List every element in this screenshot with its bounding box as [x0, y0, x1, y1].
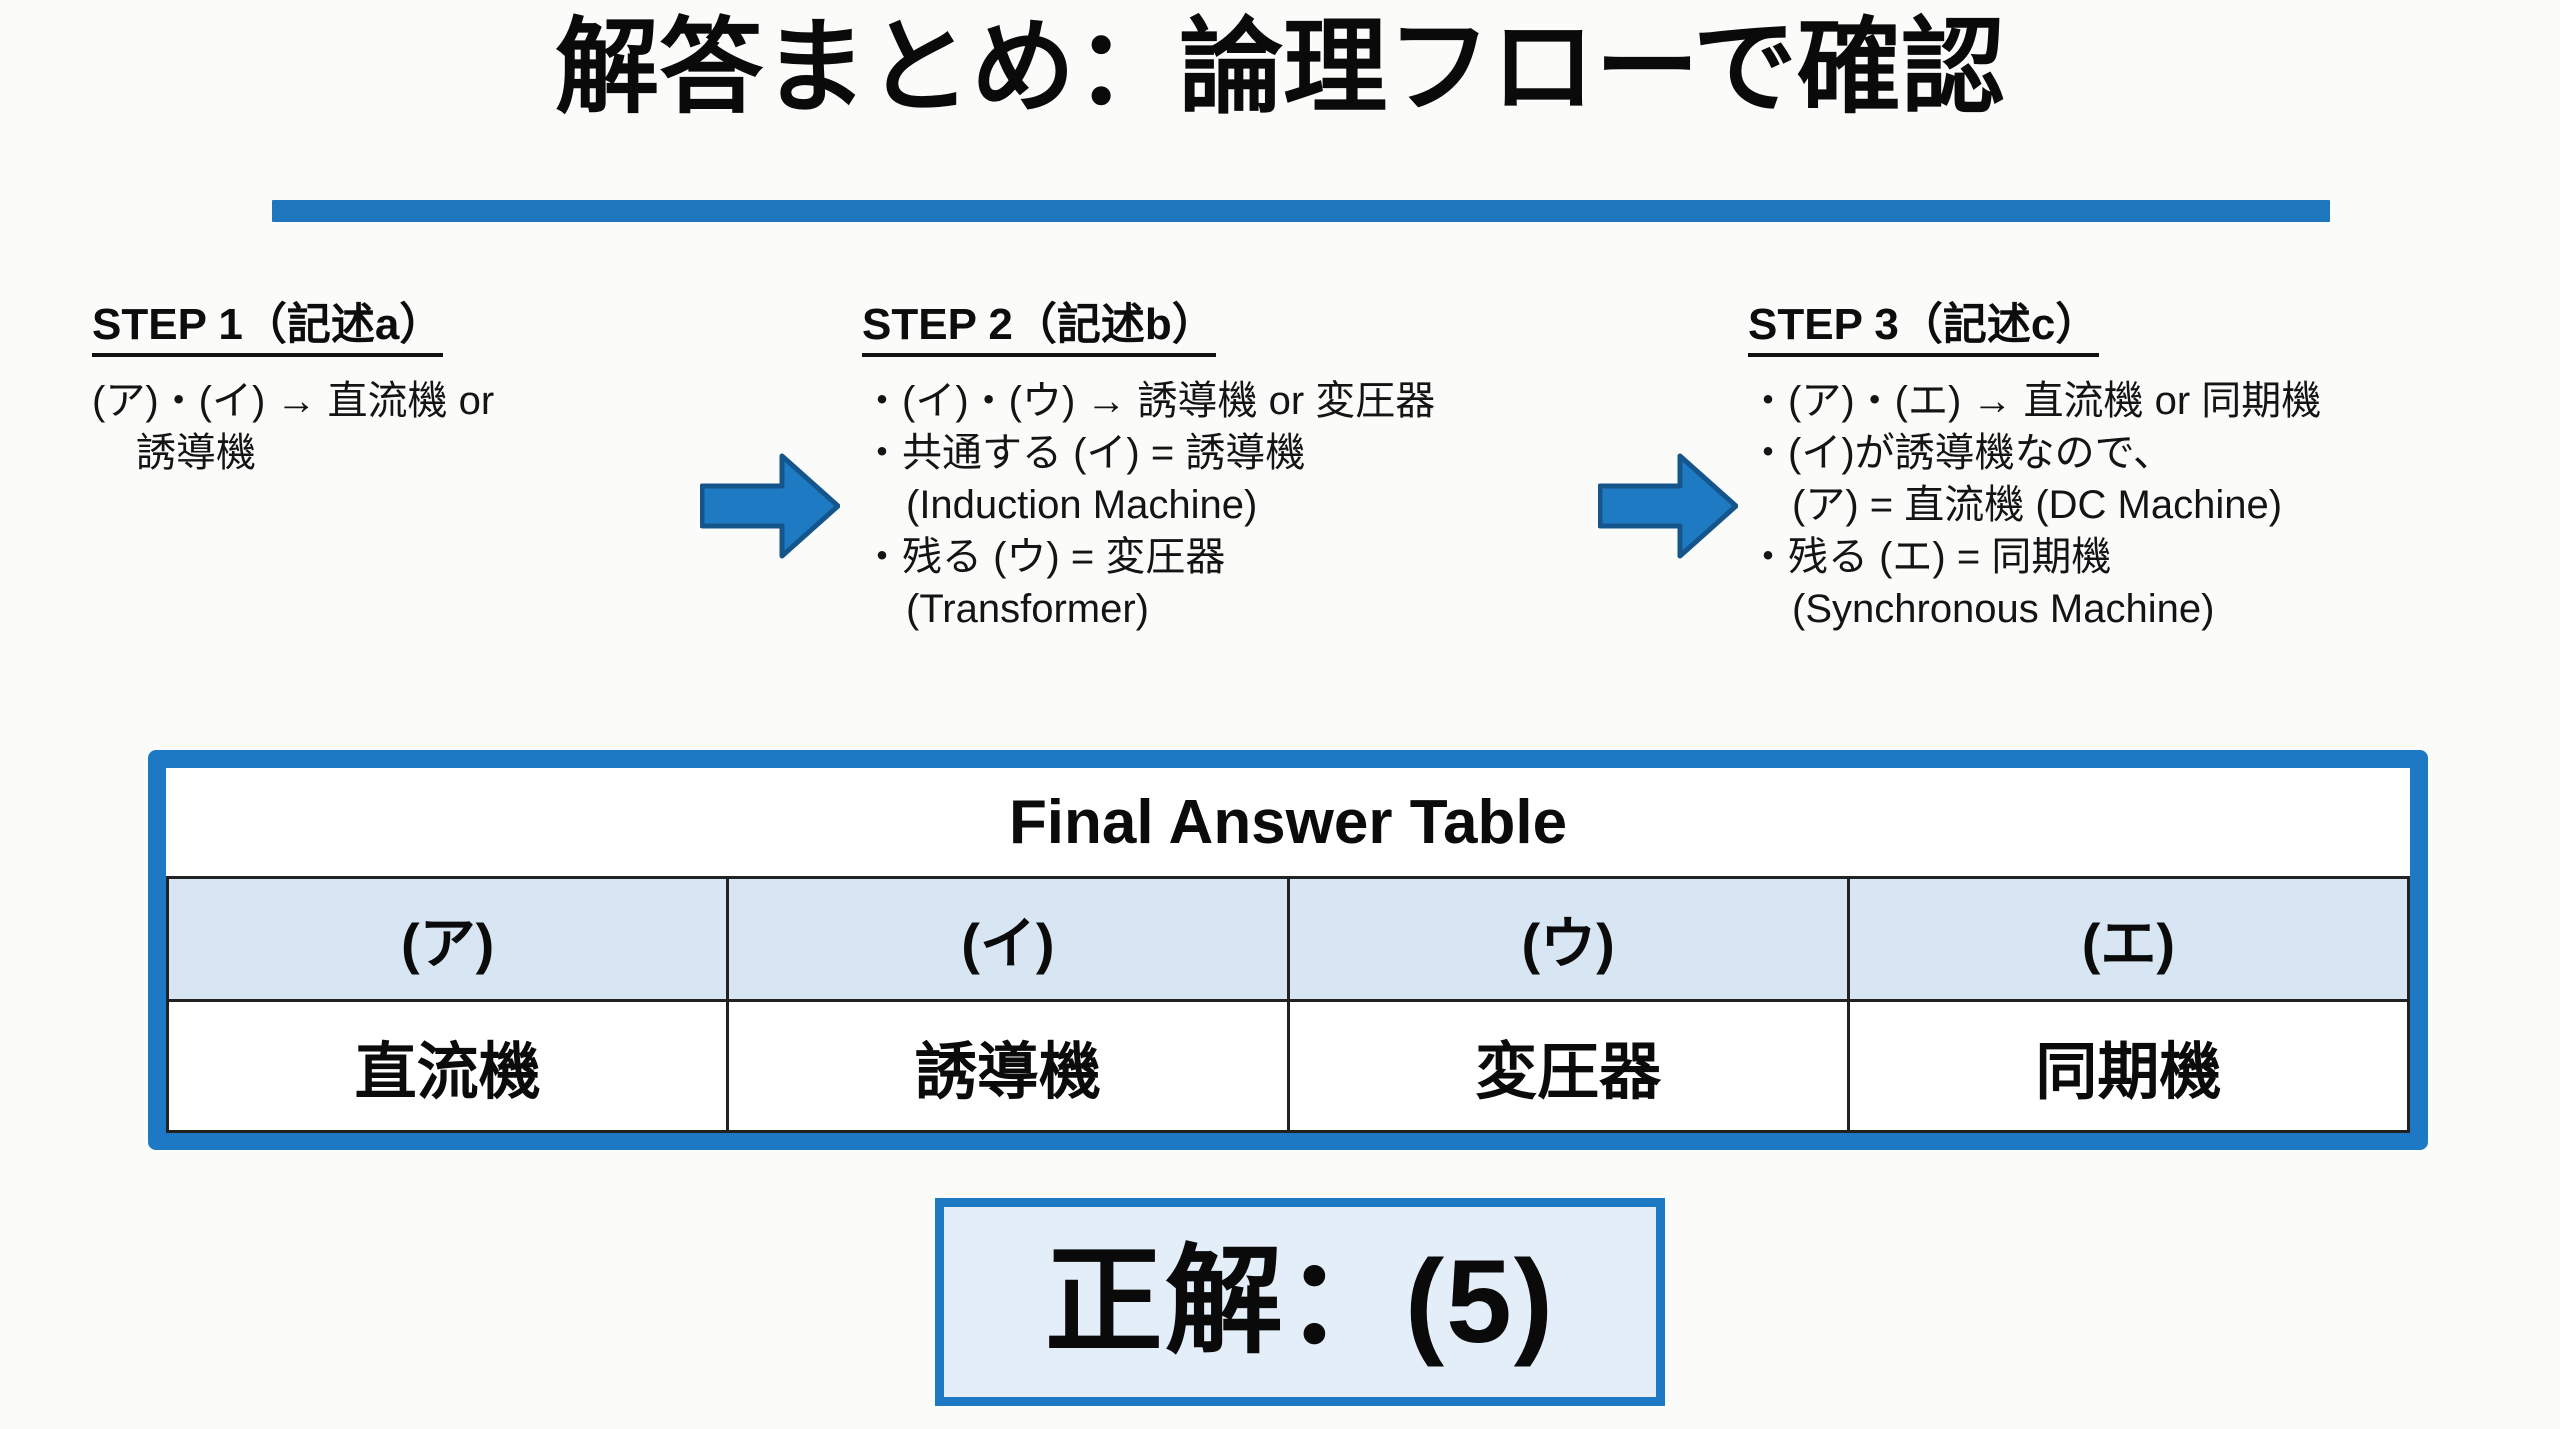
step-column-2: STEP 2（記述b） ・(イ)・(ウ) → 誘導機 or 変圧器 ・共通する …	[862, 300, 1602, 635]
page-title: 解答まとめ：論理フローで確認	[555, 10, 2005, 126]
final-answer-table-frame: Final Answer Table (ア) (イ) (ウ) (エ) 直流機 誘…	[148, 750, 2428, 1150]
step-3-line-5: (Synchronous Machine)	[1792, 587, 2215, 632]
title-underline-bar	[272, 200, 2330, 222]
answer-header-e: (エ)	[1846, 876, 2411, 1002]
answer-header-a: (ア)	[165, 876, 730, 1002]
step-2-line-3: (Induction Machine)	[906, 483, 1258, 528]
table-row-title: Final Answer Table	[167, 768, 2409, 878]
answer-value-u: 変圧器	[1286, 999, 1850, 1133]
step-3-heading: STEP 3（記述c）	[1748, 300, 2100, 358]
step-3-line-4: ・残る (エ) = 同期機	[1748, 535, 2112, 580]
step-2-line-1: ・(イ)・(ウ) → 誘導機 or 変圧器	[862, 379, 1436, 424]
final-answer-table: Final Answer Table (ア) (イ) (ウ) (エ) 直流機 誘…	[165, 768, 2411, 1133]
step-1-body: (ア)・(イ) → 直流機 or 誘導機	[92, 375, 652, 479]
step-2-line-4: ・残る (ウ) = 変圧器	[862, 535, 1226, 580]
title-block: 解答まとめ：論理フローで確認	[0, 10, 2560, 126]
step-column-3: STEP 3（記述c） ・(ア)・(エ) → 直流機 or 同期機 ・(イ)が誘…	[1748, 300, 2548, 635]
answer-value-a: 直流機	[165, 999, 730, 1133]
final-result-box: 正解：(5)	[935, 1198, 1665, 1406]
step-1-heading: STEP 1（記述a）	[92, 300, 444, 358]
final-result-text: 正解：(5)	[1044, 1236, 1556, 1368]
answer-header-i: (イ)	[726, 876, 1290, 1002]
step-3-line-2: ・(イ)が誘導機なので、	[1748, 431, 2174, 476]
step-2-line-5: (Transformer)	[906, 587, 1149, 632]
right-arrow-icon	[699, 450, 841, 562]
answer-header-u: (ウ)	[1286, 876, 1850, 1002]
step-1-line-1: (ア)・(イ) → 直流機 or	[92, 379, 495, 424]
answer-value-e: 同期機	[1846, 999, 2411, 1133]
step-3-line-3: (ア) = 直流機 (DC Machine)	[1792, 483, 2283, 528]
step-2-body: ・(イ)・(ウ) → 誘導機 or 変圧器 ・共通する (イ) = 誘導機 (I…	[862, 375, 1602, 635]
step-2-heading: STEP 2（記述b）	[862, 300, 1216, 358]
table-row-headers: (ア) (イ) (ウ) (エ)	[165, 876, 2411, 1002]
step-column-1: STEP 1（記述a） (ア)・(イ) → 直流機 or 誘導機	[92, 300, 652, 479]
answer-value-i: 誘導機	[726, 999, 1290, 1133]
table-row-values: 直流機 誘導機 変圧器 同期機	[165, 999, 2411, 1133]
final-answer-table-title: Final Answer Table	[167, 768, 2409, 878]
right-arrow-icon	[1597, 450, 1739, 562]
step-2-line-2: ・共通する (イ) = 誘導機	[862, 431, 1306, 476]
step-3-line-1: ・(ア)・(エ) → 直流機 or 同期機	[1748, 379, 2322, 424]
step-3-body: ・(ア)・(エ) → 直流機 or 同期機 ・(イ)が誘導機なので、 (ア) =…	[1748, 375, 2548, 635]
step-1-line-2: 誘導機	[136, 431, 256, 476]
